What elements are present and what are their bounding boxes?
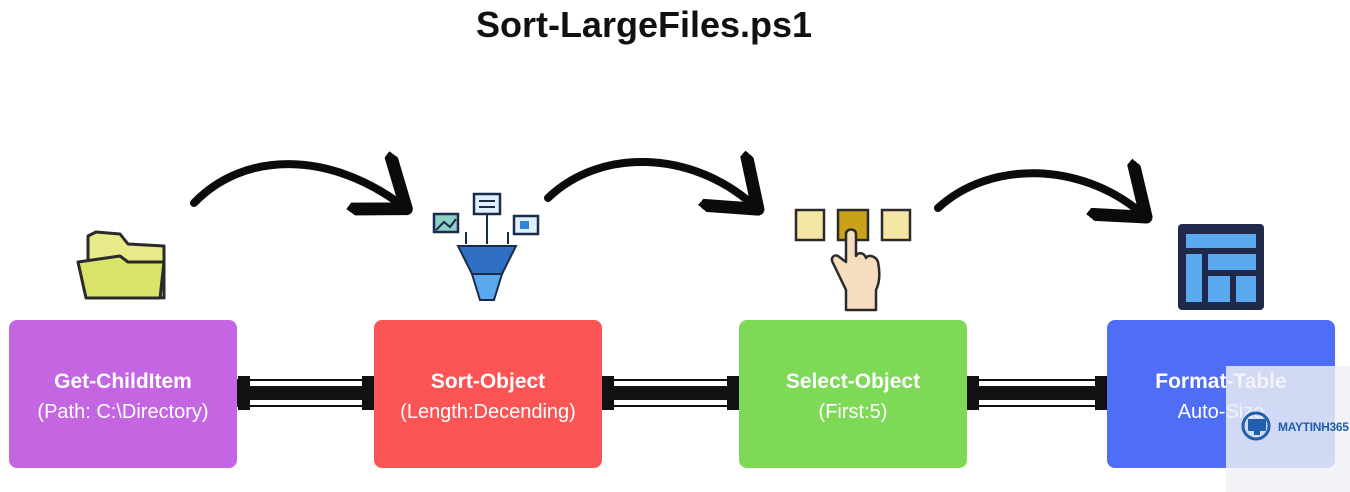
flow-arrow-2 xyxy=(544,162,752,204)
pipe-connector-3 xyxy=(966,376,1108,410)
stage-box-sort-object: Sort-Object (Length:Decending) xyxy=(374,320,602,468)
stage-box-get-childitem: Get-ChildItem (Path: C:\Directory) xyxy=(9,320,237,468)
stage-param: (Path: C:\Directory) xyxy=(37,401,209,423)
filter-funnel-icon xyxy=(432,192,540,301)
stage-name: Get-ChildItem xyxy=(54,370,192,393)
pipe-connector-2 xyxy=(601,376,740,410)
table-icon xyxy=(1178,224,1264,310)
stage-name: Select-Object xyxy=(785,370,921,393)
stage-param: (Length:Decending) xyxy=(400,401,576,423)
pipe-connector-1 xyxy=(237,376,375,410)
flow-arrow-3 xyxy=(934,173,1140,212)
stage-name: Sort-Object xyxy=(430,370,546,393)
stage-box-select-object: Select-Object (First:5) xyxy=(739,320,967,468)
flow-arrow-1 xyxy=(190,164,400,204)
stage-param: (First:5) xyxy=(818,401,888,423)
monitor-logo-icon xyxy=(1241,411,1271,441)
folder-icon xyxy=(76,230,166,300)
watermark-overlay: MAYTINH365 xyxy=(1226,366,1350,492)
diagram-title: Sort-LargeFiles.ps1 xyxy=(475,4,813,45)
watermark-brand: MAYTINH365 xyxy=(1278,420,1349,434)
select-squares-hand-icon xyxy=(794,208,912,312)
